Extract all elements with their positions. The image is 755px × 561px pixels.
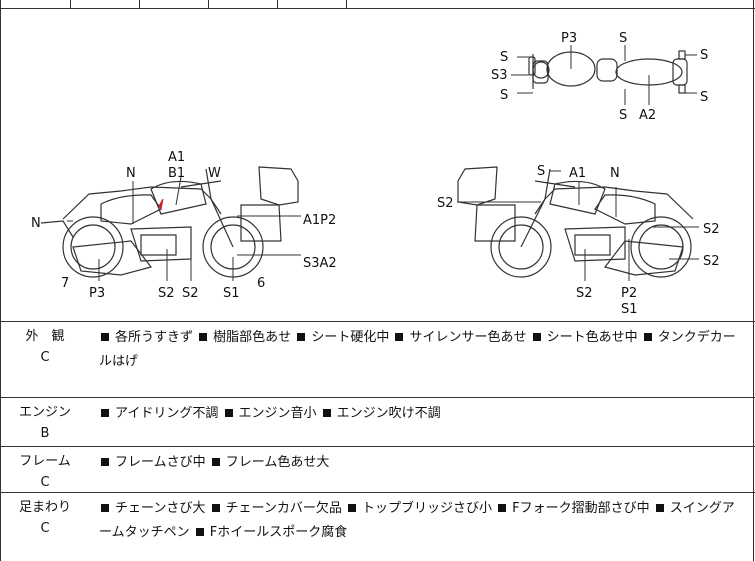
label: P3 — [561, 31, 577, 46]
condition-item: エンジン音小 — [223, 406, 317, 421]
top-view-motorcycle — [528, 50, 688, 94]
label: A1 — [569, 166, 586, 181]
label: N — [126, 166, 136, 181]
category-label: 足まわり — [18, 500, 71, 515]
label: S — [700, 48, 708, 63]
condition-items: チェーンさび大 チェーンカバー欠品 トップブリッジさび小 Fフォーク摺動部さび中… — [99, 497, 747, 545]
label: W — [208, 166, 221, 181]
leader-lines — [67, 45, 699, 281]
label: P2 — [621, 286, 637, 301]
condition-row-suspension: 足まわり C チェーンさび大 チェーンカバー欠品 トップブリッジさび小 Fフォー… — [1, 492, 755, 561]
row-header: 足まわり C — [1, 497, 89, 539]
header-strip — [1, 0, 755, 9]
row-header: 外 観 C — [1, 326, 89, 368]
motorcycle-diagrams: P3 S S S S3 S S S A2 A1 B1 W N N A1P2 S3… — [31, 31, 720, 317]
label: S2 — [182, 286, 199, 301]
grade-label: C — [40, 350, 50, 365]
label: S — [700, 90, 708, 105]
right-side-motorcycle — [457, 166, 694, 278]
condition-items: 各所うすきず 樹脂部色あせ シート硬化中 サイレンサー色あせ シート色あせ中 タ… — [99, 326, 747, 374]
label: S1 — [621, 302, 638, 317]
condition-item: チェーンカバー欠品 — [210, 501, 342, 516]
label: A1 — [168, 150, 185, 165]
label: 6 — [257, 276, 265, 291]
condition-item: スイングアームタッチペン — [99, 501, 735, 540]
grade-label: C — [40, 521, 50, 536]
label: S — [619, 31, 627, 46]
condition-items: アイドリング不調 エンジン音小 エンジン吹け不調 — [99, 402, 747, 426]
damage-mark — [158, 198, 164, 211]
label: S — [619, 108, 627, 123]
label: S — [500, 50, 508, 65]
label: 7 — [61, 276, 69, 291]
label: S2 — [576, 286, 593, 301]
label: B1 — [168, 166, 185, 181]
label: P3 — [89, 286, 105, 301]
label: N — [31, 216, 41, 231]
grade-label: C — [40, 475, 50, 490]
condition-item: チェーンさび大 — [99, 501, 205, 516]
condition-item: アイドリング不調 — [99, 406, 218, 421]
condition-item: Fホイールスポーク腐食 — [194, 525, 347, 540]
condition-item: エンジン吹け不調 — [321, 406, 441, 421]
row-header: フレーム C — [1, 451, 89, 493]
condition-item: シート色あせ中 — [531, 330, 638, 345]
label: S2 — [437, 196, 454, 211]
condition-row-exterior: 外 観 C 各所うすきず 樹脂部色あせ シート硬化中 サイレンサー色あせ シート… — [1, 321, 755, 397]
category-label: 外 観 — [25, 329, 65, 344]
condition-items: フレームさび中 フレーム色あせ大 — [99, 451, 747, 475]
condition-item: サイレンサー色あせ — [393, 330, 526, 345]
label: S3A2 — [303, 256, 337, 271]
label: S1 — [223, 286, 240, 301]
label: S2 — [703, 222, 720, 237]
label: N — [610, 166, 620, 181]
label: A2 — [639, 108, 656, 123]
label: S2 — [703, 254, 720, 269]
condition-row-engine: エンジン B アイドリング不調 エンジン音小 エンジン吹け不調 — [1, 397, 755, 446]
condition-item: トップブリッジさび小 — [346, 501, 492, 516]
condition-item: 各所うすきず — [99, 330, 193, 345]
condition-item: フレームさび中 — [99, 455, 206, 470]
condition-item: シート硬化中 — [295, 330, 389, 345]
label: S2 — [158, 286, 175, 301]
condition-item: フレーム色あせ大 — [210, 455, 329, 470]
category-label: エンジン — [18, 405, 71, 420]
condition-item: 樹脂部色あせ — [197, 330, 291, 345]
label: S — [500, 88, 508, 103]
row-header: エンジン B — [1, 402, 89, 444]
damage-diagram: P3 S S S S3 S S S A2 A1 B1 W N N A1P2 S3… — [1, 9, 755, 321]
label: A1P2 — [303, 213, 336, 228]
label: S — [537, 164, 545, 179]
condition-item: Fフォーク摺動部さび中 — [496, 501, 650, 516]
condition-row-frame: フレーム C フレームさび中 フレーム色あせ大 — [1, 446, 755, 492]
condition-item: タンクデカールはげ — [99, 330, 736, 369]
grade-label: B — [40, 426, 50, 441]
category-label: フレーム — [19, 454, 71, 469]
left-side-motorcycle — [40, 166, 299, 278]
label: S3 — [491, 68, 508, 83]
